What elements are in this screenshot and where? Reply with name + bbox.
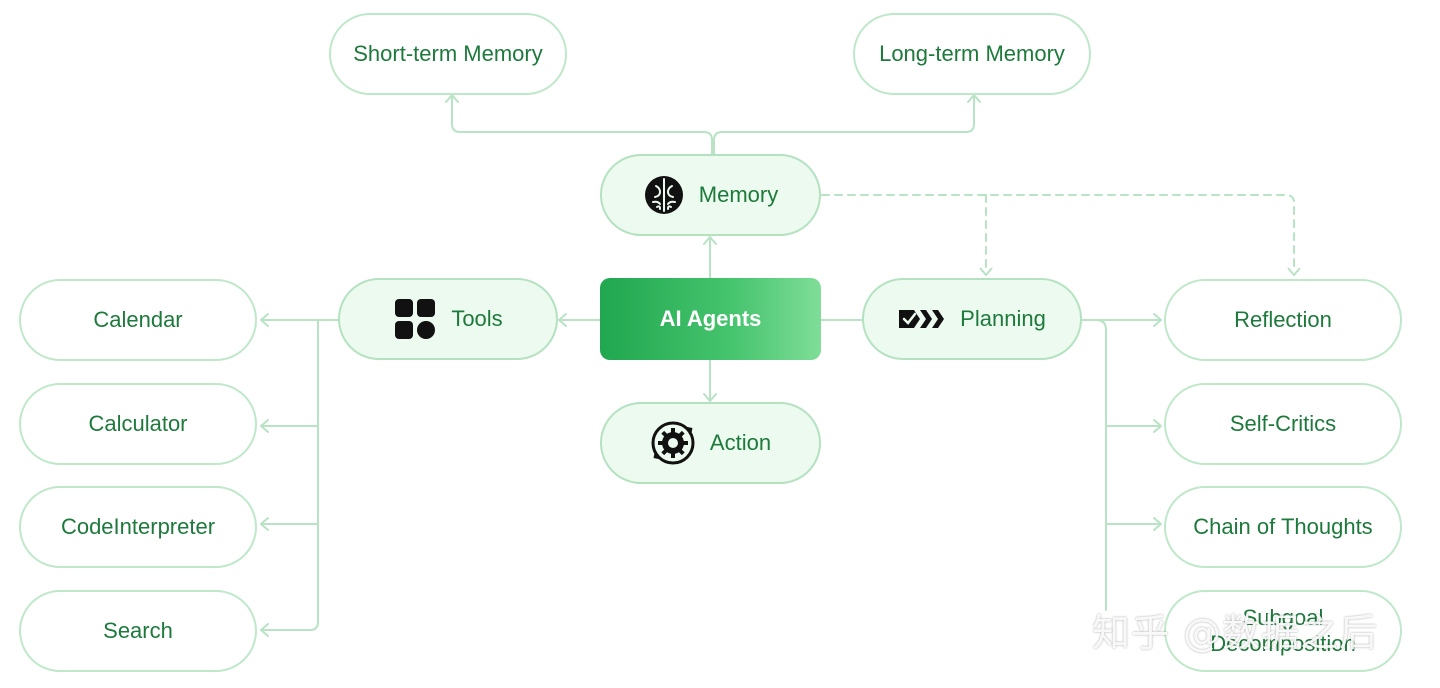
connector-planning-trunk [1095,319,1107,611]
arrow-dashed-planning [979,267,993,276]
calculator-label: Calculator [88,411,188,436]
arrow-shortterm [445,94,459,103]
calendar-label: Calendar [93,307,183,332]
search-node: Search [19,590,257,672]
self-critics-label: Self-Critics [1229,411,1337,436]
reflection-node: Reflection [1164,279,1402,361]
long-term-memory-node: Long-term Memory [853,13,1091,95]
arrow-action [703,393,717,402]
calendar-node: Calendar [19,279,257,361]
connector-tools-trunk [261,319,339,631]
short-term-memory-node: Short-term Memory [329,13,567,95]
subgoal-decomposition-node: Subgoal Decomposition [1164,590,1402,672]
chevrons-check-icon [898,308,946,330]
connector-memory-longterm [713,95,975,155]
tools-label: Tools [451,306,503,331]
planning-node: Planning [862,278,1082,360]
chain-of-thoughts-node: Chain of Thoughts [1164,486,1402,568]
reflection-label: Reflection [1234,307,1332,332]
arrow-calendar [260,313,269,327]
arrow-search [260,623,269,637]
arrow-memory [703,236,717,245]
codeinterpreter-node: CodeInterpreter [19,486,257,568]
memory-node: Memory [600,154,821,236]
arrow-cot [1153,517,1162,531]
chain-of-thoughts-label: Chain of Thoughts [1193,514,1373,539]
planning-label: Planning [960,306,1046,331]
tools-node: Tools [338,278,558,360]
arrow-calculator [260,419,269,433]
self-critics-node: Self-Critics [1164,383,1402,465]
gear-cycle-icon [650,420,696,466]
action-node: Action [600,402,821,484]
dashed-memory-planning [821,194,1295,271]
arrow-dashed-reflection [1287,267,1301,276]
arrow-reflection [1153,313,1162,327]
apps-grid-icon [393,297,437,341]
search-label: Search [103,618,173,643]
decomposition-label: Decomposition [1210,631,1356,656]
codeinterpreter-label: CodeInterpreter [60,514,216,539]
action-label: Action [709,430,772,455]
ai-agents-core-node: AI Agents [600,278,821,360]
arrow-tools [558,313,567,327]
ai-agents-label: AI Agents [659,306,762,331]
memory-label: Memory [698,182,779,207]
arrow-selfcritics [1153,419,1162,433]
short-term-memory-label: Short-term Memory [353,41,543,66]
long-term-memory-label: Long-term Memory [879,41,1065,66]
arrow-longterm [967,94,981,103]
connector-memory-shortterm [451,95,713,155]
brain-icon [643,174,685,216]
calculator-node: Calculator [19,383,257,465]
watermark-text: 知乎 @数据之后 [1092,611,1379,655]
subgoal-label: Subgoal [1242,605,1324,630]
arrow-codeinterpreter [260,517,269,531]
